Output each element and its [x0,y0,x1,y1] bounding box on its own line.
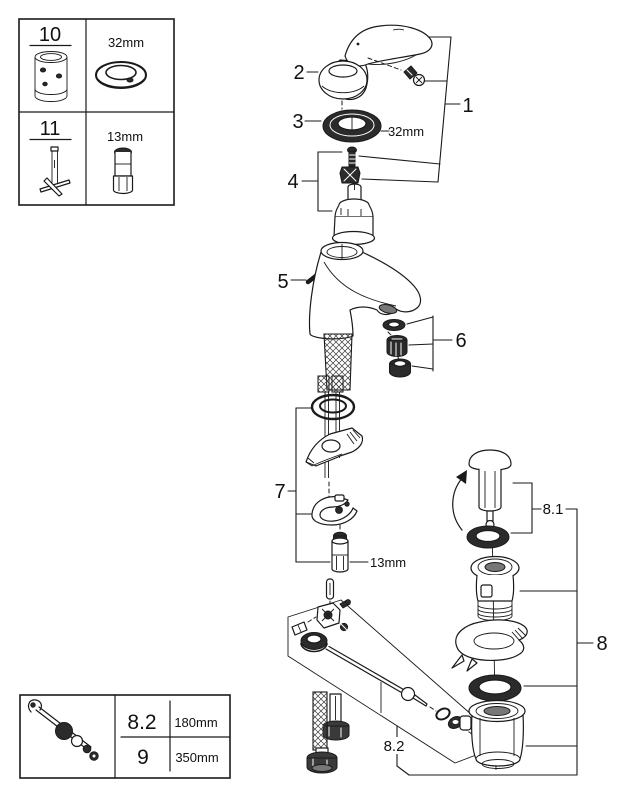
part-10-drawing [34,51,68,102]
pullrod-linkage-group: 8.2 [287,578,506,776]
hose-smooth [322,693,350,741]
row-8-2-length: 180mm [174,715,217,730]
stabilizer-plate [305,427,364,467]
drain-seal [466,525,510,549]
callout-8-1: 8.1 [510,482,578,534]
dome-cap-part-2: 2 [293,60,368,100]
mounting-stud-right [331,375,344,393]
supply-hose-upper [317,333,353,478]
part-11-number: 11 [40,118,61,140]
callout-6-label: 6 [455,330,466,352]
mounting-kit-part-7: 7 13mm [274,393,406,573]
spout-aerator-socket [378,304,398,314]
drain-assembly: 8.1 [408,449,608,776]
mounting-clamp [311,494,358,526]
cartridge [331,183,376,246]
callout-8-2: 8.2 [380,725,410,776]
callout-8-2-backplate [380,737,408,754]
drain-oring [468,674,522,702]
drain-body [459,699,526,769]
part-10-size-label: 32mm [108,35,144,50]
hose-braided [306,691,338,774]
lever-handle [344,24,433,67]
cartridge-adapter [339,166,361,184]
row-9-length: 350mm [175,750,218,765]
callout-7-label: 7 [274,481,285,503]
callout-8: 8 [408,508,608,776]
callout-8-1-label: 8.1 [543,501,564,518]
callout-8-2-label: 8.2 [384,738,405,755]
adapter-13mm-drawing [112,147,134,195]
callout-1: 1 [358,36,474,183]
aerator-shell [389,358,411,378]
legend-top-table: 10 32mm 11 [18,18,175,206]
part-10-number: 10 [39,24,61,46]
part-11-size-label: 13mm [107,129,143,144]
callout-5-label: 5 [277,271,288,293]
part-11-drawing [39,146,71,197]
callout-3-label: 3 [292,111,303,133]
base-oring [310,393,356,421]
drain-funnel [470,555,520,621]
callout-2-label: 2 [293,62,304,84]
callout-1-label: 1 [462,95,473,117]
knurled-nut [300,632,328,653]
basin-cutout [451,619,528,672]
rotation-arrow [452,470,467,531]
faucet-body-part-5: 5 [277,241,422,340]
rod-washer-1 [435,707,451,721]
screw-axis-dashed [367,57,402,71]
faucet-body [308,245,422,340]
cartridge-kit-part-4: 4 [287,146,376,252]
ring-size-label: 32mm [388,124,424,139]
pullrod-knob [325,578,335,600]
pullrod-length-drawing [27,699,99,761]
mounting-ring-part-3: 3 32mm [292,109,424,143]
callout-8-label: 8 [596,633,607,655]
mounting-stud-left [317,375,330,393]
legend-bottom-table: 8.2 180mm 9 350mm [19,694,231,779]
ring-32mm-drawing [95,61,147,89]
cartridge-screw [347,146,357,167]
nut-size-label: 13mm [370,555,406,570]
pullrod-linkage [291,599,351,636]
mounting-stud-nut [331,531,349,573]
handle-screw [403,65,426,87]
row-8-2-part: 8.2 [127,711,156,734]
pull-rod [325,645,428,707]
aerator-part-6: 6 [382,315,467,378]
callout-4-label: 4 [287,171,298,193]
supply-hoses-bottom [306,691,350,774]
aerator-insert [386,335,408,357]
row-9-part: 9 [137,746,149,769]
drain-plunger [468,449,512,530]
